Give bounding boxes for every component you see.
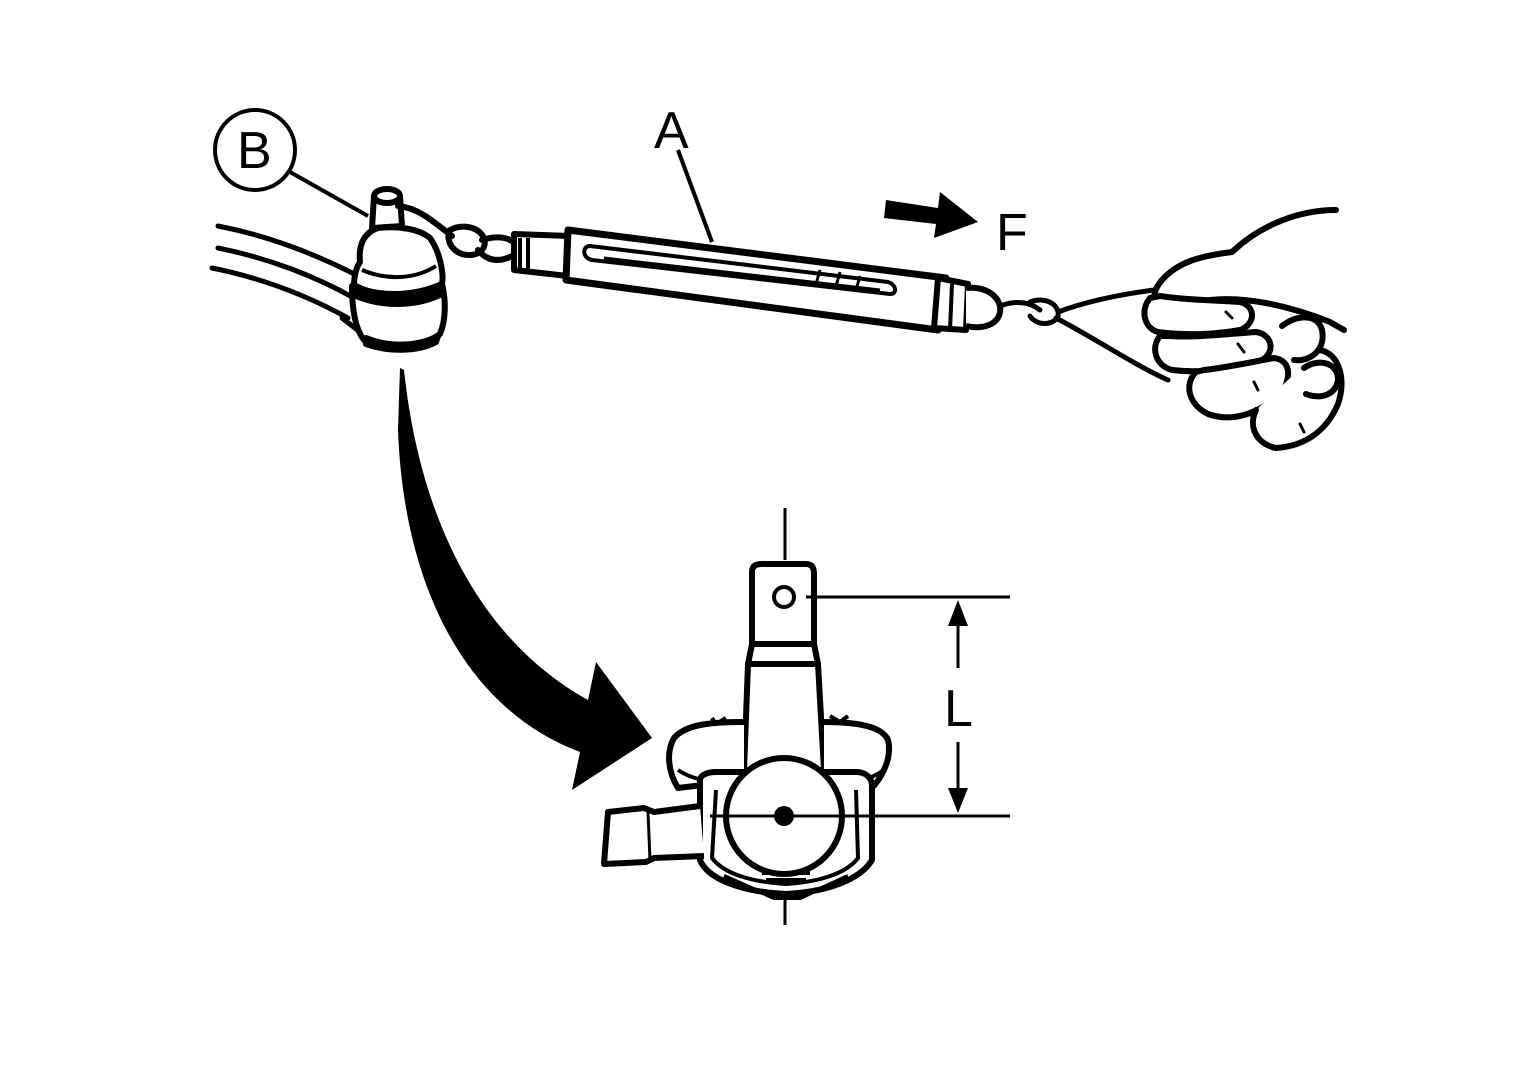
label-l: L xyxy=(944,680,973,738)
pull-cord xyxy=(997,287,1171,383)
hand xyxy=(1141,207,1347,451)
tie-rod-arm xyxy=(209,223,365,335)
label-a-leader xyxy=(676,149,714,243)
force-arrow xyxy=(884,192,978,238)
scale-hook xyxy=(395,203,519,263)
transition-arrow xyxy=(398,368,652,790)
label-b-circle xyxy=(213,108,297,192)
dimension-l xyxy=(806,595,1010,818)
label-f: F xyxy=(996,204,1028,262)
ball-joint-section xyxy=(601,508,892,925)
label-a: A xyxy=(654,102,689,160)
spring-scale xyxy=(511,226,1004,334)
label-b: B xyxy=(237,122,272,180)
ball-joint-housing xyxy=(349,186,448,353)
label-b-leader xyxy=(289,170,369,218)
